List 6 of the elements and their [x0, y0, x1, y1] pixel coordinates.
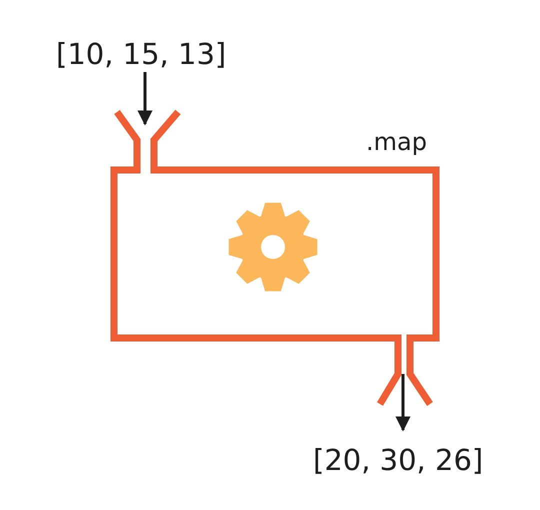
operation-label: .map — [366, 130, 427, 154]
machine-box — [110, 108, 440, 408]
arrow — [138, 72, 152, 126]
arrow — [396, 374, 410, 432]
array-label: [20, 30, 26] — [313, 446, 484, 475]
array-label: [10, 15, 13] — [56, 40, 226, 69]
